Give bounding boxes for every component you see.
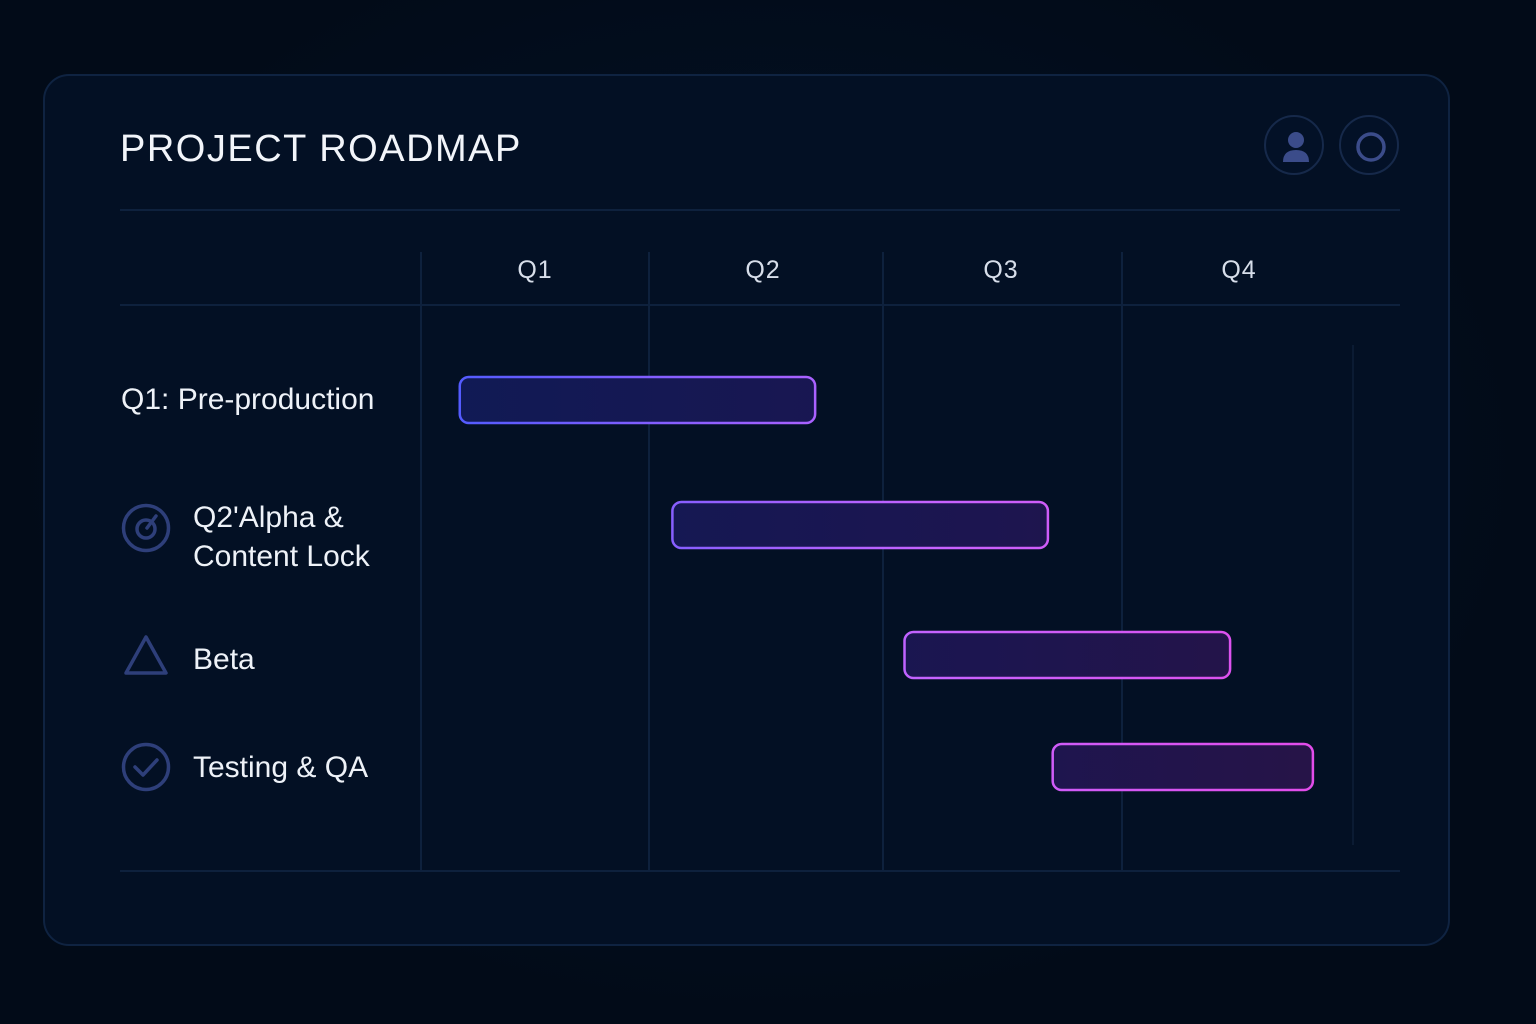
quarter-label-q4: Q4	[1221, 256, 1257, 284]
gantt-bar-4[interactable]	[1051, 742, 1315, 792]
check-circle-icon	[121, 742, 171, 792]
quarter-divider-q2-q3	[882, 252, 884, 872]
header-divider	[120, 209, 1400, 211]
task-label-testing-qa: Testing & QA	[193, 751, 369, 784]
quarter-label-q2: Q2	[745, 256, 781, 284]
task-label-pre-production: Q1: Pre-production	[121, 383, 375, 416]
target-icon	[121, 503, 171, 553]
task-label-beta: Beta	[193, 643, 255, 676]
task-label-alpha-line-1: Q2'Alpha &	[193, 501, 344, 534]
label-column-divider	[420, 252, 422, 872]
gantt-bar-1[interactable]	[458, 375, 817, 425]
quarter-label-q3: Q3	[983, 256, 1019, 284]
quarter-header-divider	[120, 304, 1400, 306]
circle-button[interactable]	[1339, 115, 1399, 175]
task-label-alpha-line-2: Content Lock	[193, 540, 370, 573]
quarter-label-q1: Q1	[517, 256, 553, 284]
circle-icon	[1356, 132, 1386, 162]
quarter-divider-q3-q4	[1121, 252, 1123, 872]
chart-bottom-divider	[120, 870, 1400, 872]
timeline-end-line	[1352, 345, 1354, 845]
gantt-bar-2[interactable]	[671, 500, 1050, 550]
page-title: PROJECT ROADMAP	[120, 128, 522, 170]
user-icon	[1283, 132, 1309, 162]
user-button[interactable]	[1264, 115, 1324, 175]
quarter-divider-q1-q2	[648, 252, 650, 872]
triangle-icon	[124, 635, 168, 675]
gantt-bar-3[interactable]	[903, 630, 1232, 680]
